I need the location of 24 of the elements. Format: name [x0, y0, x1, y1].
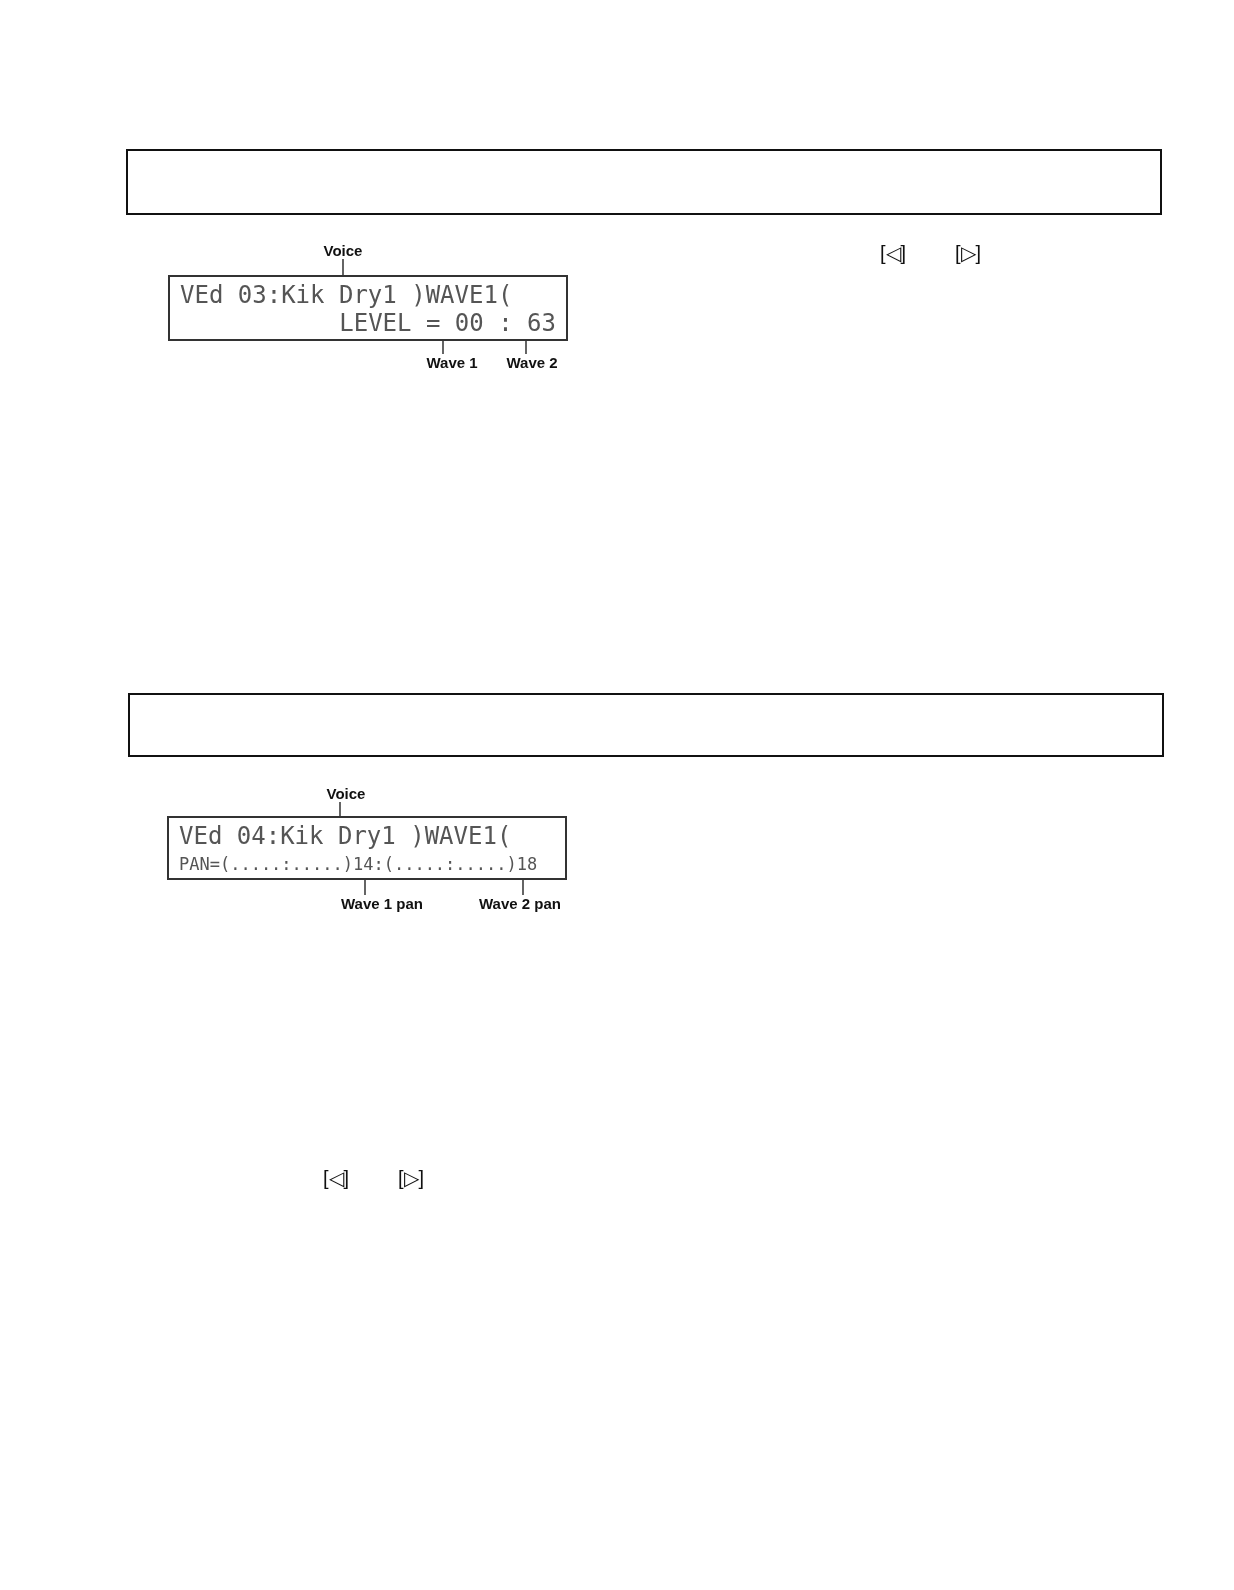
callout-label: Wave 2 pan	[479, 895, 561, 912]
leader-line	[525, 340, 527, 355]
leader-line	[442, 340, 444, 355]
callout-label: Wave 1	[426, 354, 478, 371]
lcd-text: LEVEL = 00 : 63	[338, 309, 556, 337]
leader-line	[339, 801, 341, 817]
heading-frame	[126, 149, 1162, 215]
leader-line	[364, 879, 366, 896]
callout-label: Voice	[326, 785, 366, 802]
leader-line	[522, 879, 524, 896]
lcd-text: VEd 03:Kik Dry1 )WAVE1(	[180, 281, 514, 309]
leader-line	[342, 258, 344, 276]
key-label: [◁]	[323, 1166, 350, 1190]
lcd-display	[167, 816, 567, 880]
lcd-display	[168, 275, 568, 341]
key-label: [▷]	[398, 1166, 425, 1190]
key-label: [▷]	[955, 241, 982, 265]
lcd-text: PAN=(.....:.....)14:(.....:.....)18	[179, 853, 539, 876]
callout-label: Wave 2	[506, 354, 558, 371]
key-label: [◁]	[880, 241, 907, 265]
heading-frame	[128, 693, 1164, 757]
callout-label: Wave 1 pan	[341, 895, 423, 912]
callout-label: Voice	[323, 242, 363, 259]
lcd-text: VEd 04:Kik Dry1 )WAVE1(	[179, 822, 513, 850]
